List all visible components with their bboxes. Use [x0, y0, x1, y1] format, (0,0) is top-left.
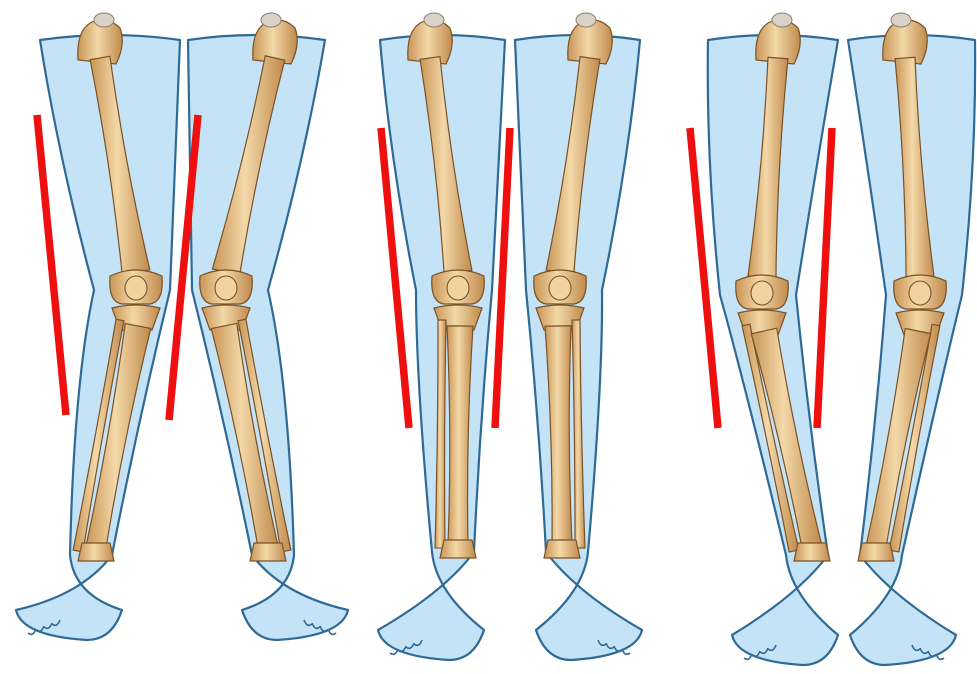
patella-icon [215, 276, 237, 300]
patella-icon [125, 276, 147, 300]
panel-knock-knee-leg-right [188, 13, 348, 640]
panel-normal-leg-right [515, 13, 642, 660]
ankle-bone-icon [544, 540, 580, 558]
patella-icon [549, 276, 571, 300]
ankle-bone-icon [794, 543, 830, 561]
femur-ball-icon [772, 13, 792, 27]
femur-ball-icon [576, 13, 596, 27]
ankle-bone-icon [440, 540, 476, 558]
ankle-bone-icon [78, 543, 114, 561]
patella-icon [909, 281, 931, 305]
panel-knock-knee-leg-left [16, 13, 180, 640]
femur-ball-icon [261, 13, 281, 27]
patella-icon [447, 276, 469, 300]
femur-ball-icon [94, 13, 114, 27]
panel-bow-leg-leg-right [848, 13, 975, 665]
ankle-bone-icon [250, 543, 286, 561]
patella-icon [751, 281, 773, 305]
femur-ball-icon [891, 13, 911, 27]
ankle-bone-icon [858, 543, 894, 561]
alignment-line-icon [817, 128, 832, 428]
femur-ball-icon [424, 13, 444, 27]
